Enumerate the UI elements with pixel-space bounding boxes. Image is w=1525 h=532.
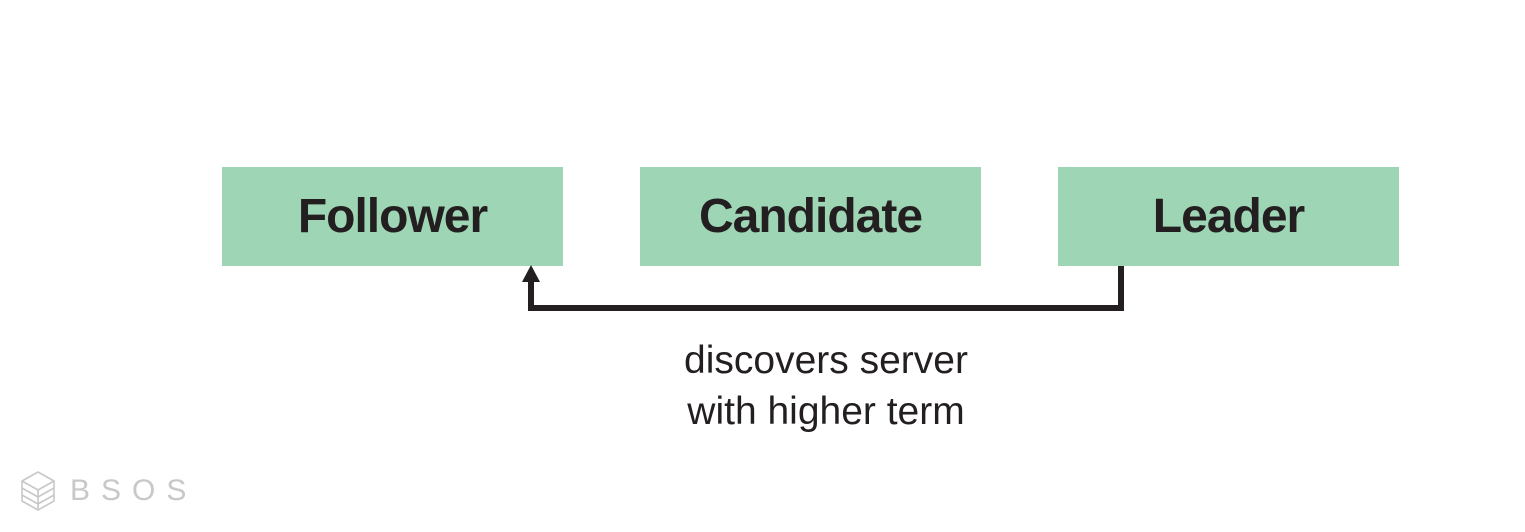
- transition-arrow-line: [528, 266, 1124, 311]
- state-box-follower: Follower: [222, 167, 563, 266]
- arrowhead-icon: [522, 265, 540, 282]
- transition-label-line-1: discovers server: [684, 339, 968, 382]
- state-box-candidate: Candidate: [640, 167, 981, 266]
- brand-logo-text: BSOS: [70, 474, 198, 507]
- brand-logo: BSOS: [20, 470, 197, 512]
- state-label-follower: Follower: [297, 190, 488, 243]
- transition-label-line-2: with higher term: [687, 390, 965, 433]
- state-box-leader: Leader: [1058, 167, 1399, 266]
- cube-stack-icon: [21, 471, 55, 511]
- state-label-candidate: Candidate: [698, 190, 923, 243]
- transition-label: discovers server with higher term: [626, 335, 1026, 437]
- state-label-leader: Leader: [1152, 190, 1305, 243]
